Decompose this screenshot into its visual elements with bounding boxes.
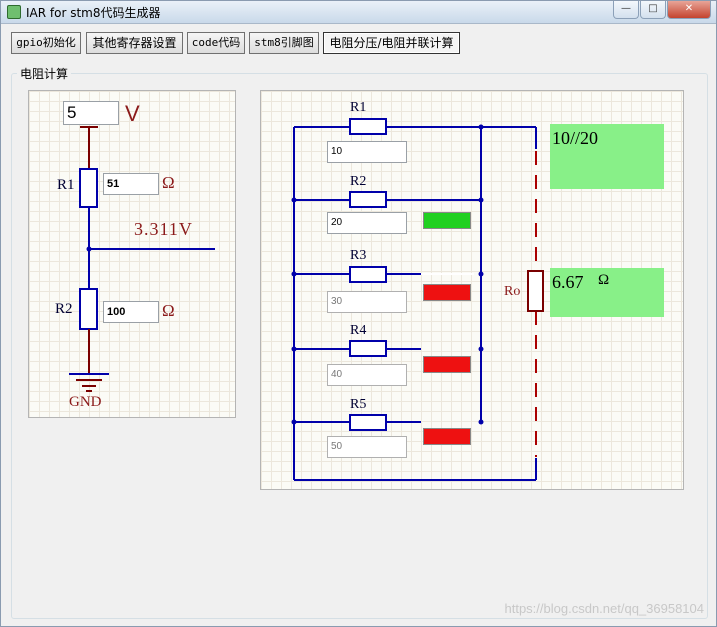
resistor-toggle-off[interactable] bbox=[423, 428, 471, 445]
close-button[interactable]: ✕ bbox=[667, 1, 711, 19]
resistor-toggle-off[interactable] bbox=[423, 356, 471, 373]
resistor-value-input[interactable]: 10 bbox=[327, 141, 407, 163]
tab-resistor-calc[interactable]: 电阻分压/电阻并联计算 bbox=[323, 32, 460, 54]
resistor-label: R4 bbox=[350, 323, 367, 338]
resistor-value-input[interactable]: 40 bbox=[327, 364, 407, 386]
r2-ohm-symbol: Ω bbox=[162, 301, 175, 320]
r1-label: R1 bbox=[57, 177, 75, 193]
resistor-label: R5 bbox=[350, 397, 367, 412]
divider-schematic bbox=[69, 126, 215, 392]
watermark: https://blog.csdn.net/qq_36958104 bbox=[504, 601, 705, 616]
result-unit: Ω bbox=[598, 272, 610, 288]
voltage-unit-label: V bbox=[125, 101, 140, 126]
maximize-button[interactable]: □ bbox=[640, 1, 666, 19]
voltage-input[interactable]: 5 bbox=[63, 101, 119, 125]
title-bar: IAR for stm8代码生成器 — □ ✕ bbox=[1, 1, 716, 24]
tab-code[interactable]: code代码 bbox=[187, 32, 245, 54]
tab-other-registers[interactable]: 其他寄存器设置 bbox=[86, 32, 183, 54]
resistor-value-input[interactable]: 20 bbox=[327, 212, 407, 234]
ro-label: Ro bbox=[504, 284, 521, 299]
tab-gpio-init[interactable]: gpio初始化 bbox=[11, 32, 81, 54]
resistor-value-input[interactable]: 50 bbox=[327, 436, 407, 458]
resistor-toggle-off[interactable] bbox=[423, 284, 471, 301]
gnd-label: GND bbox=[69, 394, 102, 410]
resistor-toggle-on[interactable] bbox=[423, 212, 471, 229]
resistor-label: R3 bbox=[350, 248, 367, 263]
r2-value-input[interactable]: 100 bbox=[103, 301, 159, 323]
minimize-button[interactable]: — bbox=[613, 1, 639, 19]
window-title: IAR for stm8代码生成器 bbox=[26, 6, 161, 20]
parallel-schematic bbox=[291, 118, 544, 481]
parallel-panel: R1 10 R2 20 R3 30 R4 40 R5 50 Ro 10//20 … bbox=[260, 90, 684, 490]
group-label: 电阻计算 bbox=[17, 65, 72, 82]
formula-display: 10//20 bbox=[550, 124, 664, 189]
result-display: 6.67 Ω bbox=[550, 268, 664, 317]
r1-value-input[interactable]: 51 bbox=[103, 173, 159, 195]
divider-panel: 5 V R1 51 Ω 3.311V R2 100 Ω GND bbox=[28, 90, 236, 418]
r1-ohm-symbol: Ω bbox=[162, 173, 175, 192]
r2-label: R2 bbox=[55, 301, 73, 317]
resistor-calc-group bbox=[11, 73, 708, 619]
resistor-value-input[interactable]: 30 bbox=[327, 291, 407, 313]
resistor-label: R2 bbox=[350, 174, 367, 189]
output-voltage-label: 3.311V bbox=[134, 219, 193, 239]
resistor-label: R1 bbox=[350, 100, 367, 115]
app-icon bbox=[7, 5, 21, 19]
result-value: 6.67 bbox=[552, 272, 584, 292]
tab-stm8-pinout[interactable]: stm8引脚图 bbox=[249, 32, 319, 54]
